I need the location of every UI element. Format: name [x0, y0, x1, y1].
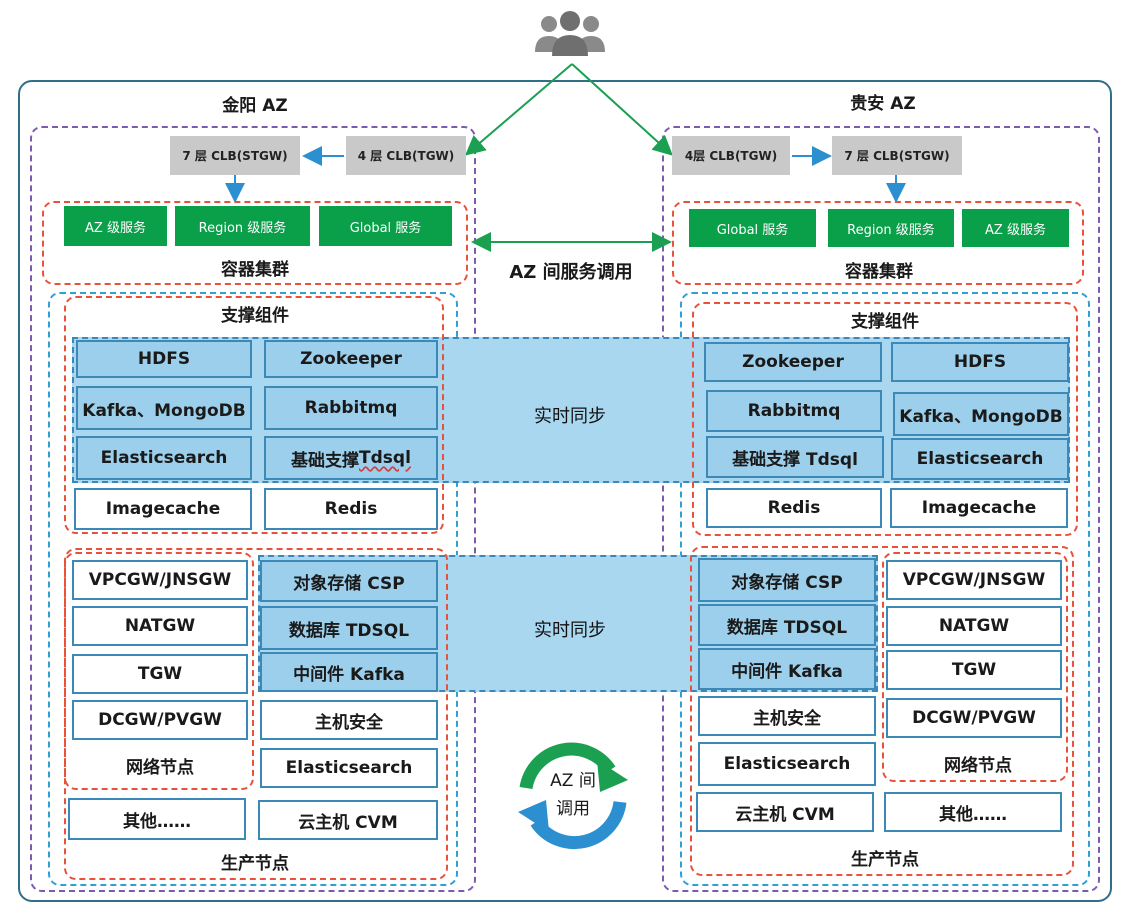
left-production-title: 生产节点 — [221, 853, 289, 874]
left-natgw-box: NATGW — [72, 606, 248, 646]
right-natgw-box: NATGW — [886, 606, 1062, 646]
left-host-security-box: 主机安全 — [260, 700, 438, 740]
left-cvm-box: 云主机 CVM — [258, 800, 438, 840]
right-tdsql-support-box: 基础支撑 Tdsql — [706, 436, 884, 478]
users-group-icon — [535, 11, 605, 56]
left-vpcgw-box: VPCGW/JNSGW — [72, 560, 248, 600]
left-support-title: 支撑组件 — [221, 305, 289, 326]
right-csp-box: 对象存储 CSP — [698, 558, 876, 602]
left-service-az: AZ 级服务 — [64, 206, 167, 246]
left-elasticsearch-box: Elasticsearch — [76, 436, 252, 480]
left-hdfs-box: HDFS — [76, 340, 252, 378]
left-kafka-mongodb-box: Kafka、MongoDB — [76, 386, 252, 430]
left-az-title: 金阳 AZ — [222, 95, 288, 116]
outer-boundary — [18, 80, 1112, 902]
left-tdsql-support-box: 基础支撑 Tdsql — [264, 436, 438, 480]
right-production-title: 生产节点 — [851, 849, 919, 870]
left-clb7-box: 7 层 CLB(STGW) — [170, 136, 300, 175]
right-tgw-box: TGW — [886, 650, 1062, 690]
left-others-box: 其他…… — [68, 798, 246, 840]
right-imagecache-box: Imagecache — [890, 488, 1068, 528]
right-az-title: 贵安 AZ — [850, 93, 916, 114]
left-elasticsearch-prod-box: Elasticsearch — [260, 748, 438, 788]
left-tgw-box: TGW — [72, 654, 248, 694]
left-tdsql-support-word: Tdsql — [359, 448, 411, 468]
left-az-boundary — [30, 126, 476, 892]
left-redis-box: Redis — [264, 488, 438, 530]
right-network-nodes — [882, 552, 1068, 782]
right-host-security-box: 主机安全 — [698, 696, 876, 736]
left-zookeeper-box: Zookeeper — [264, 340, 438, 378]
left-service-region: Region 级服务 — [175, 206, 310, 246]
right-container-cluster — [672, 201, 1084, 285]
realtime-sync-label-1: 实时同步 — [534, 406, 606, 427]
right-dcgw-box: DCGW/PVGW — [886, 698, 1062, 738]
left-container-cluster-label: 容器集群 — [221, 259, 289, 280]
left-imagecache-box: Imagecache — [74, 488, 252, 530]
right-service-global: Global 服务 — [689, 209, 816, 247]
left-dcgw-box: DCGW/PVGW — [72, 700, 248, 740]
left-tdsql-db-box: 数据库 TDSQL — [260, 606, 438, 650]
right-others-box: 其他…… — [884, 792, 1062, 832]
right-container-cluster-label: 容器集群 — [845, 261, 913, 282]
left-network-title: 网络节点 — [126, 757, 194, 778]
left-network-nodes — [64, 552, 254, 790]
right-production-nodes — [690, 546, 1074, 876]
right-cvm-box: 云主机 CVM — [696, 792, 874, 832]
left-support-components — [64, 296, 444, 534]
right-kafka-middleware-box: 中间件 Kafka — [698, 648, 876, 690]
cycle-arrows-icon — [518, 742, 628, 850]
right-rabbitmq-box: Rabbitmq — [706, 390, 882, 432]
az-service-call-label: AZ 间服务调用 — [509, 262, 633, 283]
right-zookeeper-box: Zookeeper — [704, 342, 882, 382]
user-to-left-arrow — [464, 63, 573, 156]
left-rabbitmq-box: Rabbitmq — [264, 386, 438, 430]
right-hdfs-box: HDFS — [891, 342, 1069, 382]
right-clb4-box: 4层 CLB(TGW) — [672, 136, 790, 175]
left-clb4-box: 4 层 CLB(TGW) — [346, 136, 466, 175]
right-kafka-mongodb-box: Kafka、MongoDB — [893, 392, 1069, 436]
left-csp-box: 对象存储 CSP — [260, 560, 438, 602]
right-vpcgw-box: VPCGW/JNSGW — [886, 560, 1062, 600]
right-clb7-box: 7 层 CLB(STGW) — [832, 136, 962, 175]
right-redis-box: Redis — [706, 488, 882, 528]
right-service-az: AZ 级服务 — [962, 209, 1069, 247]
left-kafka-middleware-box: 中间件 Kafka — [260, 652, 438, 692]
az-call-label-line2: 调用 — [556, 798, 590, 819]
right-service-region: Region 级服务 — [828, 209, 954, 247]
right-tdsql-db-box: 数据库 TDSQL — [698, 604, 876, 646]
right-support-title: 支撑组件 — [851, 311, 919, 332]
right-elasticsearch-prod-box: Elasticsearch — [698, 742, 876, 786]
right-elasticsearch-box: Elasticsearch — [891, 438, 1069, 480]
realtime-sync-label-2: 实时同步 — [534, 620, 606, 641]
right-az-boundary — [662, 126, 1100, 892]
right-support-components — [692, 302, 1078, 536]
left-service-global: Global 服务 — [319, 206, 452, 246]
right-network-title: 网络节点 — [944, 755, 1012, 776]
user-to-right-arrow — [571, 63, 673, 156]
left-tdsql-support-prefix: 基础支撑 — [291, 450, 360, 471]
az-call-label-line1: AZ 间 — [550, 770, 596, 791]
left-container-cluster — [42, 201, 468, 285]
